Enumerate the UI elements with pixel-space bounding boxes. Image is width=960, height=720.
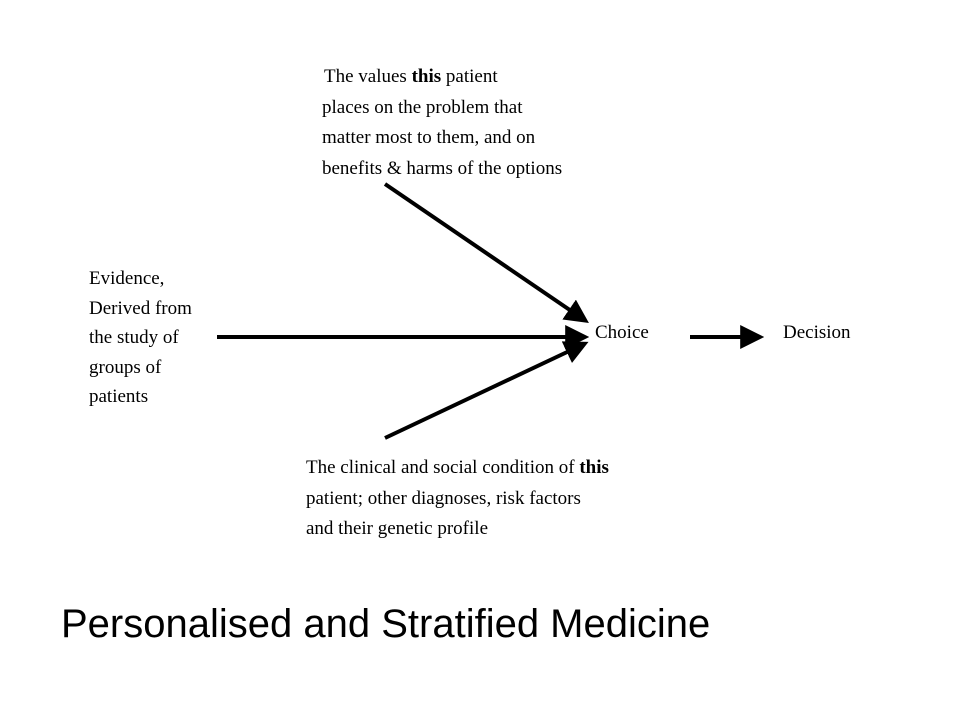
evidence-line-5: patients <box>89 386 149 408</box>
patient-condition-line-3: and their genetic profile <box>306 518 489 539</box>
decision-node: Decision <box>783 322 851 343</box>
arrow-from-condition <box>384 341 589 440</box>
patient-condition-note: The clinical and social condition of thi… <box>306 453 609 545</box>
patient-values-line-3: matter most to them, and on <box>322 127 536 148</box>
evidence-line-3: the study of <box>89 327 179 349</box>
arrow-from-values <box>383 182 589 324</box>
evidence-note: Evidence, Derived from the study of grou… <box>89 264 192 412</box>
patient-values-line-2: places on the problem that <box>322 96 523 118</box>
patient-values-line-4: benefits & harms of the options <box>322 157 563 179</box>
patient-values-line-1: The values this patient <box>324 66 498 87</box>
evidence-line-4: groups of <box>89 356 162 378</box>
evidence-line-2: Derived from <box>89 297 192 319</box>
choice-node: Choice <box>595 322 649 343</box>
patient-condition-line-2: patient; other diagnoses, risk factors <box>306 487 581 509</box>
slide-title: Personalised and Stratified Medicine <box>61 602 711 646</box>
patient-condition-line-1: The clinical and social condition of thi… <box>306 457 609 478</box>
evidence-line-1: Evidence, <box>89 268 165 289</box>
patient-values-note: The values this patient places on the pr… <box>322 62 563 184</box>
